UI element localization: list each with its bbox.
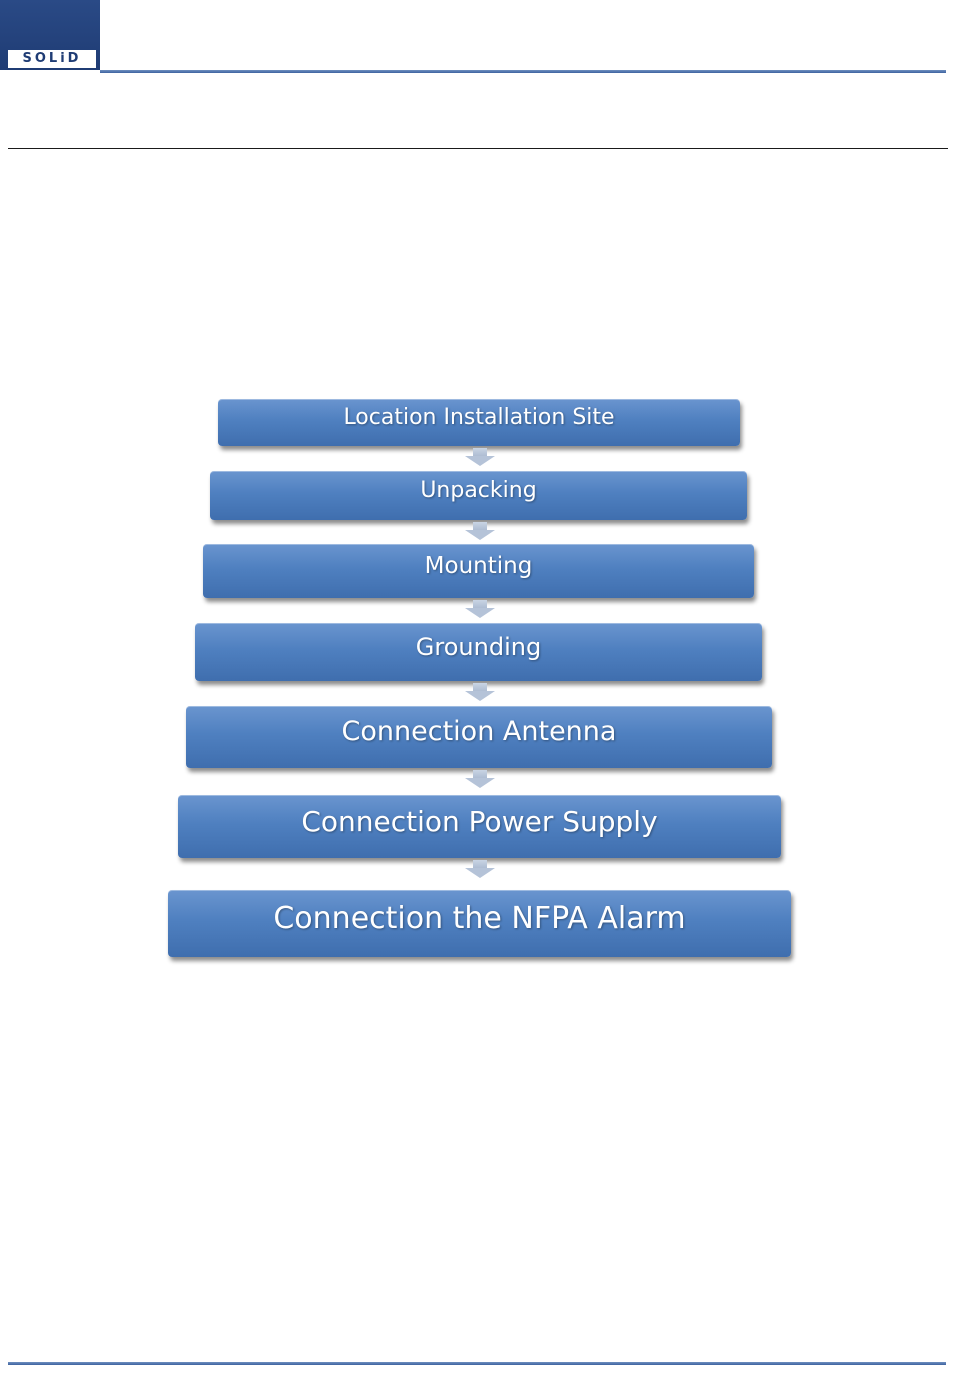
flow-step: Connection the NFPA Alarm	[168, 890, 791, 957]
flow-step: Connection Antenna	[186, 706, 772, 768]
logo-text: SOLiD	[8, 50, 96, 68]
flow-step: Location Installation Site	[218, 399, 740, 446]
solid-logo: SOLiD	[0, 0, 100, 70]
header-rule	[100, 70, 946, 73]
flow-step: Unpacking	[210, 471, 747, 520]
footer-rule	[8, 1362, 946, 1365]
flow-step: Connection Power Supply	[178, 795, 781, 858]
flow-step: Mounting	[203, 544, 754, 598]
flow-step: Grounding	[195, 623, 762, 681]
section-divider	[8, 148, 948, 149]
